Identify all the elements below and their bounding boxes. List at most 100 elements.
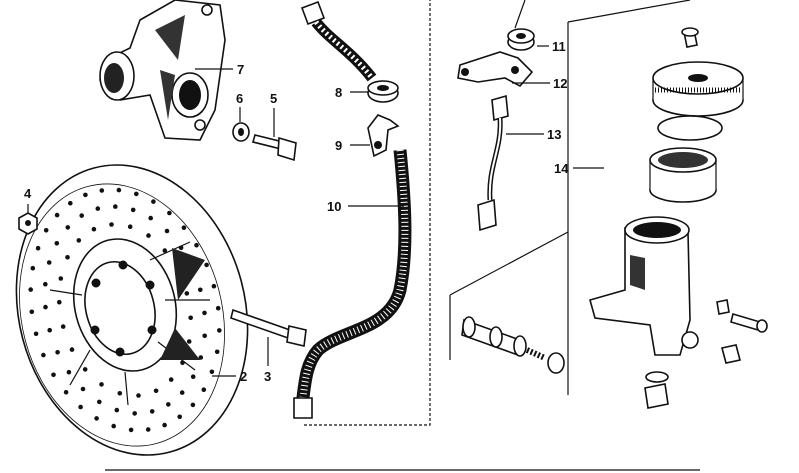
disc-hole: [130, 207, 136, 213]
disc-hole: [149, 409, 155, 414]
disc-hole: [181, 225, 187, 230]
disc-hole: [151, 199, 156, 204]
disc-hole: [95, 206, 101, 211]
disc-hole: [113, 204, 118, 209]
reservoir-diaphragm-plate: [657, 115, 723, 141]
disc-hole: [217, 328, 222, 333]
master-cylinder-piston: [461, 316, 565, 374]
callout-2: 2: [240, 369, 247, 384]
long-brake-hose: [293, 149, 412, 419]
disc-hole: [127, 224, 133, 229]
disc-hole: [148, 215, 153, 221]
disc-hole: [99, 382, 104, 387]
leader-lines: [27, 0, 604, 377]
disc-hole: [79, 213, 84, 218]
disc-hole: [114, 407, 120, 413]
callout-labels: 2 3 4 5 6 7 8 9 10 11 12 13 14: [24, 39, 569, 384]
disc-hole: [188, 315, 193, 321]
disc-hole: [35, 245, 41, 251]
callout-5: 5: [270, 91, 277, 106]
left-dashed-boundary: [304, 0, 431, 426]
disc-hole: [211, 283, 217, 289]
disc-hole: [47, 327, 52, 333]
grommet-top: [507, 28, 535, 51]
disc-hole: [46, 260, 52, 265]
disc-hole: [128, 427, 134, 433]
disc-hole: [134, 191, 139, 197]
disc-hole: [146, 233, 151, 238]
disc-hole: [136, 393, 141, 398]
callout-8: 8: [335, 85, 342, 100]
reservoir-screw: [681, 27, 699, 48]
disc-hole: [69, 347, 75, 352]
disc-hole: [58, 276, 64, 281]
reservoir-box-top: [567, 0, 691, 23]
disc-hole: [54, 212, 60, 218]
disc-hole: [116, 187, 122, 193]
callout-4: 4: [24, 186, 32, 201]
disc-hole: [51, 372, 56, 378]
disc-hole: [194, 242, 199, 248]
disc-hole: [76, 238, 82, 243]
upper-brake-hose: [300, 0, 377, 82]
washer: [232, 122, 250, 142]
disc-hole: [166, 402, 171, 407]
disc-hole: [60, 324, 66, 329]
disc-hole: [29, 309, 35, 315]
disc-hole: [132, 411, 137, 416]
disc-hole: [167, 210, 172, 216]
disc-hole: [54, 241, 60, 246]
disc-hole: [28, 287, 33, 292]
reservoir-seal: [649, 147, 717, 203]
brake-line: [477, 94, 509, 232]
disc-hole: [117, 391, 123, 396]
disc-hole: [168, 377, 174, 382]
callout-9: 9: [335, 138, 342, 153]
disc-hole: [209, 369, 215, 375]
disc-hole: [111, 423, 116, 429]
disc-hole: [30, 265, 36, 271]
callout-10: 10: [327, 199, 341, 214]
disc-hole: [41, 352, 46, 358]
disc-hole: [65, 225, 71, 230]
disc-hole: [43, 281, 48, 287]
disc-hole: [184, 291, 190, 296]
disc-hole: [80, 386, 86, 392]
disc-hole: [63, 390, 69, 395]
grommet: [367, 80, 399, 103]
disc-hole: [99, 188, 105, 193]
master-cylinder: [589, 216, 699, 356]
disc-hole: [91, 226, 97, 232]
disc-hole: [66, 369, 72, 375]
disc-hole: [57, 299, 62, 305]
disc-hole: [65, 254, 70, 260]
disc-hole: [55, 350, 60, 355]
callout-12: 12: [553, 76, 567, 91]
disc-hole: [202, 310, 207, 316]
divider-lines: [105, 0, 700, 471]
disc-hole: [33, 331, 39, 337]
reservoir-box-left: [449, 231, 569, 395]
disc-hole: [145, 427, 151, 432]
callout-6: 6: [236, 91, 243, 106]
disc-hole: [190, 374, 196, 380]
brake-disc: [15, 164, 249, 456]
disc-hole: [68, 200, 73, 206]
disc-hole: [190, 402, 196, 408]
disc-hole: [78, 404, 83, 410]
disc-hole: [198, 355, 204, 360]
disc-hole: [215, 305, 221, 311]
disc-hole: [201, 387, 207, 393]
callout-11: 11: [552, 39, 566, 54]
disc-hole: [94, 416, 99, 421]
caliper-bolt: [252, 134, 297, 162]
disc-hole: [43, 304, 48, 310]
disc-hole: [179, 390, 185, 395]
disc-hole: [214, 349, 220, 355]
callout-7: 7: [237, 62, 244, 77]
callout-13: 13: [547, 127, 561, 142]
disc-hole: [202, 333, 207, 339]
disc-hole: [162, 422, 167, 428]
